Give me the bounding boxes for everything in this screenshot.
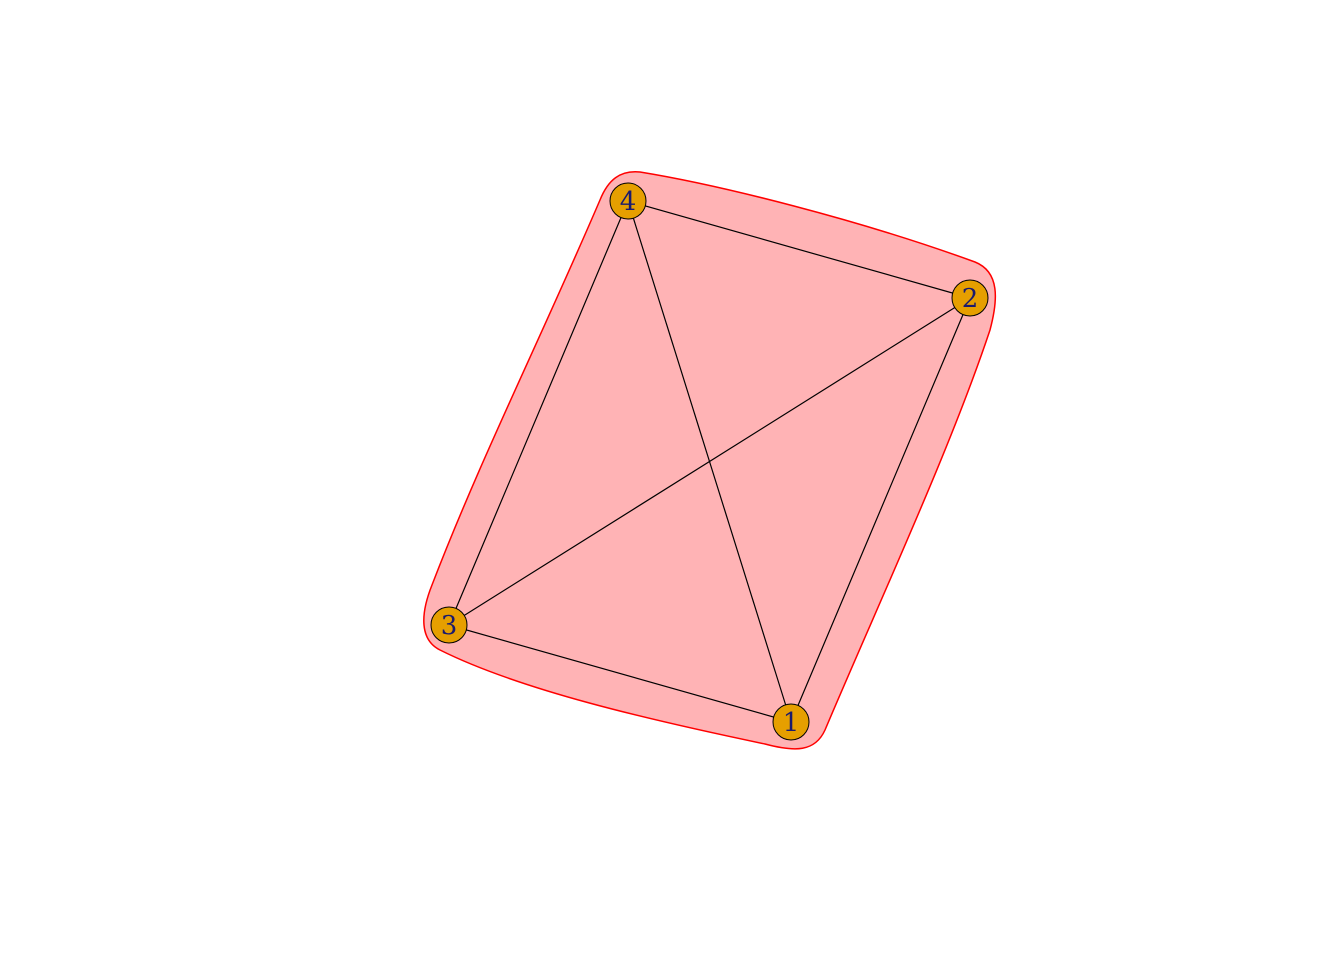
- edge-1-3: [448, 624, 792, 723]
- node-label: 4: [620, 187, 637, 217]
- node-2: 2: [951, 279, 989, 317]
- node-label: 2: [962, 284, 979, 314]
- node-1: 1: [772, 703, 810, 741]
- edge-3-4: [448, 200, 629, 626]
- node-label: 3: [441, 611, 458, 641]
- node-circle: [430, 606, 468, 644]
- node-4: 4: [609, 182, 647, 220]
- node-circle: [772, 703, 810, 741]
- edges-layer: [448, 200, 971, 723]
- node-circle: [609, 182, 647, 220]
- nodes-layer: 1 2 3 4: [430, 182, 989, 741]
- edge-2-4: [627, 200, 971, 299]
- node-3: 3: [430, 606, 468, 644]
- edge-1-2: [790, 297, 971, 723]
- edge-2-3: [448, 297, 971, 626]
- node-circle: [951, 279, 989, 317]
- node-label: 1: [783, 708, 800, 738]
